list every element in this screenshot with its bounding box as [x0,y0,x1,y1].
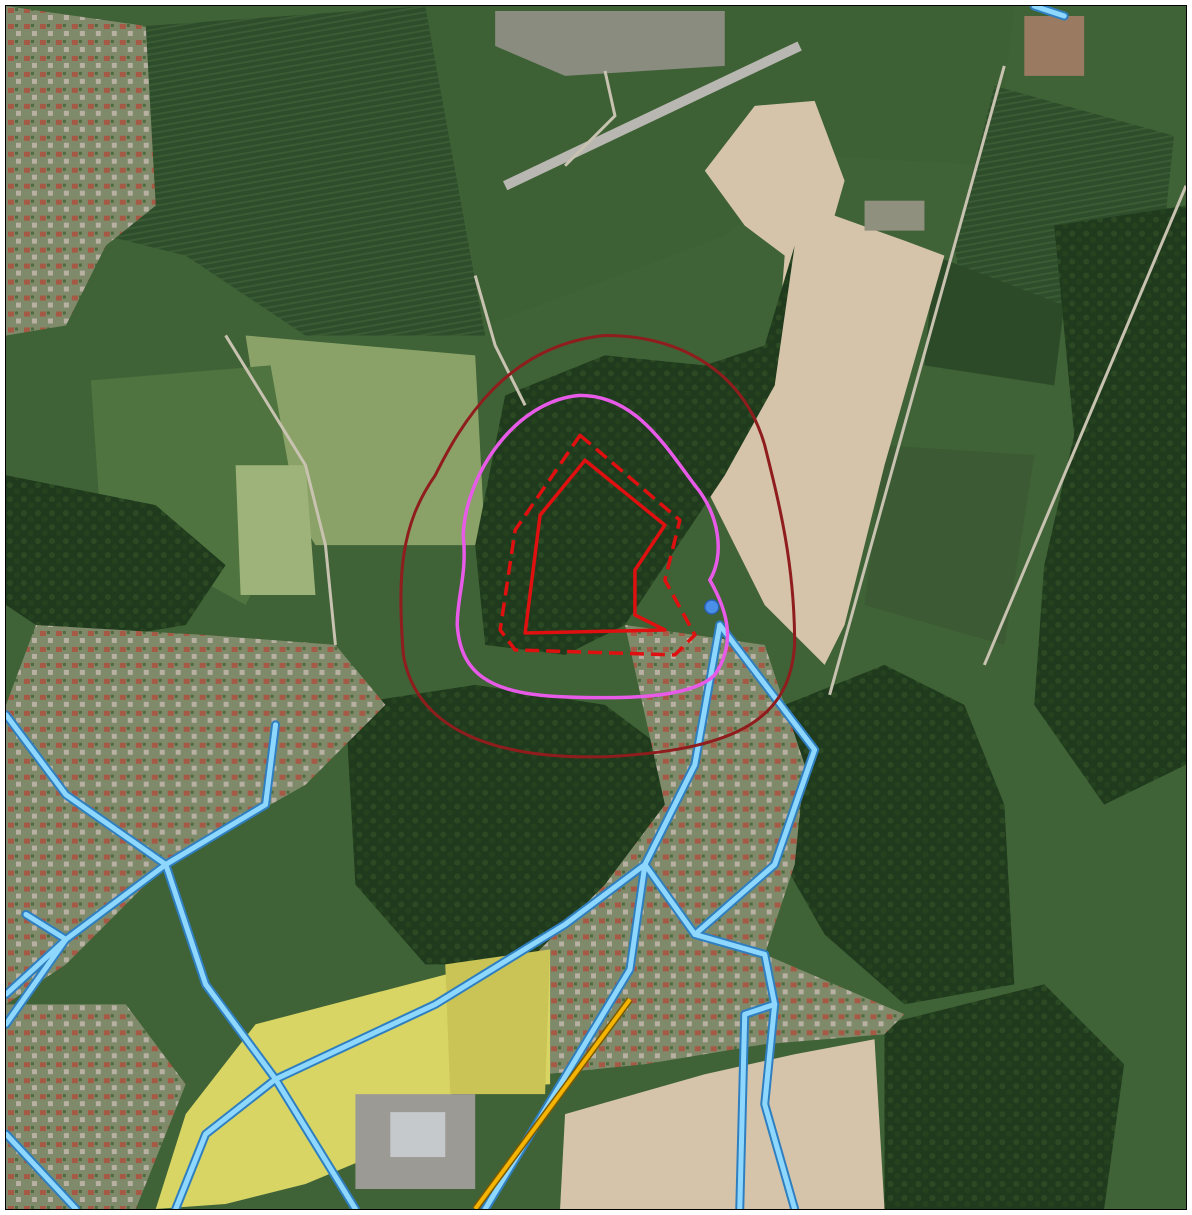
road-central [473,275,527,407]
runway [503,41,802,191]
airfield-buildings [495,11,725,76]
buffer-zone-outer[interactable] [399,333,797,759]
town-south-central [525,624,905,1075]
forest-southeast [884,984,1125,1209]
map-frame[interactable] [5,5,1187,1210]
bare-field-south [560,1039,885,1209]
aerial-map[interactable] [6,6,1186,1209]
field-east-mid [864,445,1035,645]
forest-west [6,475,226,645]
protection-boundary-solid[interactable] [523,458,667,635]
town-northwest [6,6,156,336]
field-west-strip [235,465,316,596]
forest-far-east [1034,205,1186,805]
retail-building [390,1112,446,1158]
buffer-zone-magenta[interactable] [455,393,730,700]
field-east-dark [924,255,1065,386]
forest-east [784,664,1015,1005]
building-cluster-east [864,200,925,231]
point-marker[interactable] [704,599,720,615]
road-far-east [982,185,1186,666]
protection-boundary-dashed[interactable] [498,433,697,657]
bare-field-east [704,100,945,665]
road-airfield [563,70,617,167]
building-cluster-northeast [1024,16,1085,76]
pipeline-orange-segment[interactable] [472,997,633,1209]
road-east-north-south [828,65,1006,696]
forest-central [475,245,795,655]
road-west [224,334,337,646]
town-southwest-lower [6,1004,186,1209]
field-northwest [105,6,486,336]
